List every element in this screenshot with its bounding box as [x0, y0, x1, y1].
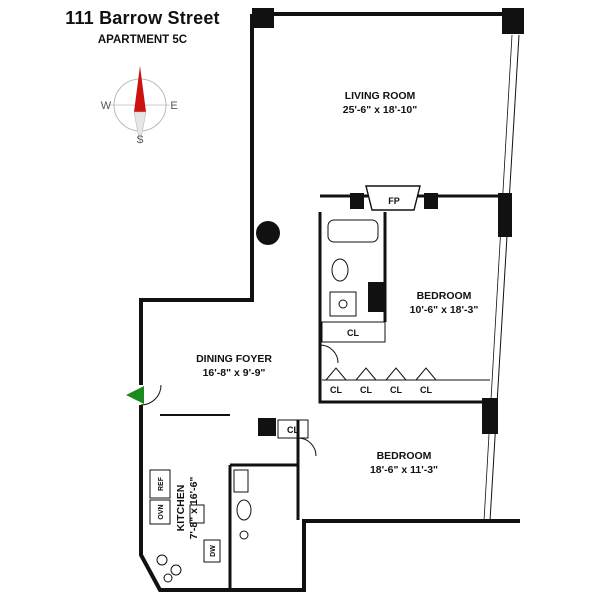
- oven-label: OVN: [158, 504, 165, 519]
- exterior-wall-west: [139, 14, 254, 385]
- closet-labels: CL CL CL CL CL CL: [287, 328, 432, 435]
- dishwasher-label: DW: [210, 545, 217, 557]
- doors: [140, 344, 339, 457]
- compass-needle-south: [133, 111, 147, 145]
- closet-bedroom1: [321, 321, 386, 343]
- structural-columns: [252, 8, 524, 436]
- closet-label-1: CL: [330, 385, 342, 395]
- dining-foyer-dims: 16'-8" x 9'-9": [203, 367, 266, 379]
- compass-west-label: W: [101, 100, 112, 112]
- fireplace: FP: [365, 185, 421, 211]
- compass-south-label: S: [136, 134, 143, 146]
- toilet-tank: [233, 469, 249, 493]
- column-nw: [252, 8, 274, 28]
- compass-east-label: E: [170, 100, 177, 112]
- closet-door-4: [415, 367, 437, 381]
- dining-foyer-name: DINING FOYER: [196, 353, 272, 365]
- closet-label-2: CL: [360, 385, 372, 395]
- sink: [189, 504, 205, 524]
- fireplace-jamb-right: [424, 193, 438, 209]
- shower-or-sink: [329, 291, 357, 317]
- kitchen-name: KITCHEN: [175, 485, 187, 532]
- hall-column: [258, 418, 276, 436]
- window-wall-east-inner: [483, 34, 513, 522]
- closet-label-3: CL: [390, 385, 402, 395]
- toilet-2: [236, 499, 252, 521]
- kitchen-dims: 7'-8" x 16'-6": [188, 477, 200, 540]
- bath-column: [368, 282, 384, 312]
- closet-door-3: [385, 367, 407, 381]
- living-room-name: LIVING ROOM: [345, 90, 416, 102]
- entry-arrow-icon: [126, 386, 144, 404]
- bedroom2-door-swing: [297, 437, 317, 457]
- bedroom2-name: BEDROOM: [377, 450, 432, 462]
- burner-3: [163, 573, 173, 583]
- walls: [139, 12, 522, 592]
- closets: [277, 321, 490, 439]
- bedroom1-name: BEDROOM: [417, 290, 472, 302]
- interior-wall-bedroom1: [318, 212, 490, 404]
- toilet: [331, 258, 349, 282]
- closet-label-hall: CL: [287, 425, 299, 435]
- appliance-labels: REF OVN DW: [158, 476, 217, 557]
- room-labels: LIVING ROOM 25'-6" x 18'-10" BEDROOM 10'…: [175, 90, 478, 539]
- burner-1: [156, 554, 168, 566]
- apartment-subtitle: APARTMENT 5C: [97, 34, 188, 46]
- bedroom1-door-swing: [319, 344, 339, 364]
- closet-hall: [277, 419, 309, 439]
- column-ne: [502, 8, 524, 34]
- drain-icon-2: [239, 530, 249, 540]
- closet-label-bedroom1: CL: [347, 328, 359, 338]
- compass-needle-north: [134, 66, 146, 112]
- column-e: [498, 193, 512, 237]
- address-title: 111 Barrow Street: [65, 8, 220, 28]
- living-room-dims: 25'-6" x 18'-10": [343, 104, 418, 116]
- burner-2: [170, 564, 182, 576]
- bedroom2-dims: 18'-6" x 11'-3": [370, 464, 438, 476]
- drain-icon: [338, 299, 348, 309]
- fireplace-hearth: [365, 185, 421, 211]
- exterior-wall-south: [139, 405, 520, 592]
- closet-label-4: CL: [420, 385, 432, 395]
- refrigerator: [149, 469, 171, 499]
- window-wall-east-outer: [489, 34, 520, 522]
- refrigerator-label: REF: [158, 476, 165, 491]
- closet-door-2: [355, 367, 377, 381]
- closet-door-1: [325, 367, 347, 381]
- dishwasher: [203, 539, 221, 563]
- entry-door-swing: [140, 384, 162, 406]
- column-se: [482, 398, 498, 434]
- compass: S E W: [101, 66, 178, 146]
- bathroom-1: [327, 219, 379, 317]
- bedroom1-dims: 10'-6" x 18'-3": [410, 304, 479, 316]
- round-column: [256, 221, 280, 245]
- fireplace-label: FP: [388, 196, 400, 206]
- bathroom-2: [233, 469, 252, 540]
- fireplace-jamb-left: [350, 193, 364, 209]
- kitchen-fixtures: [149, 469, 221, 583]
- oven: [149, 499, 171, 525]
- bathtub: [327, 219, 379, 243]
